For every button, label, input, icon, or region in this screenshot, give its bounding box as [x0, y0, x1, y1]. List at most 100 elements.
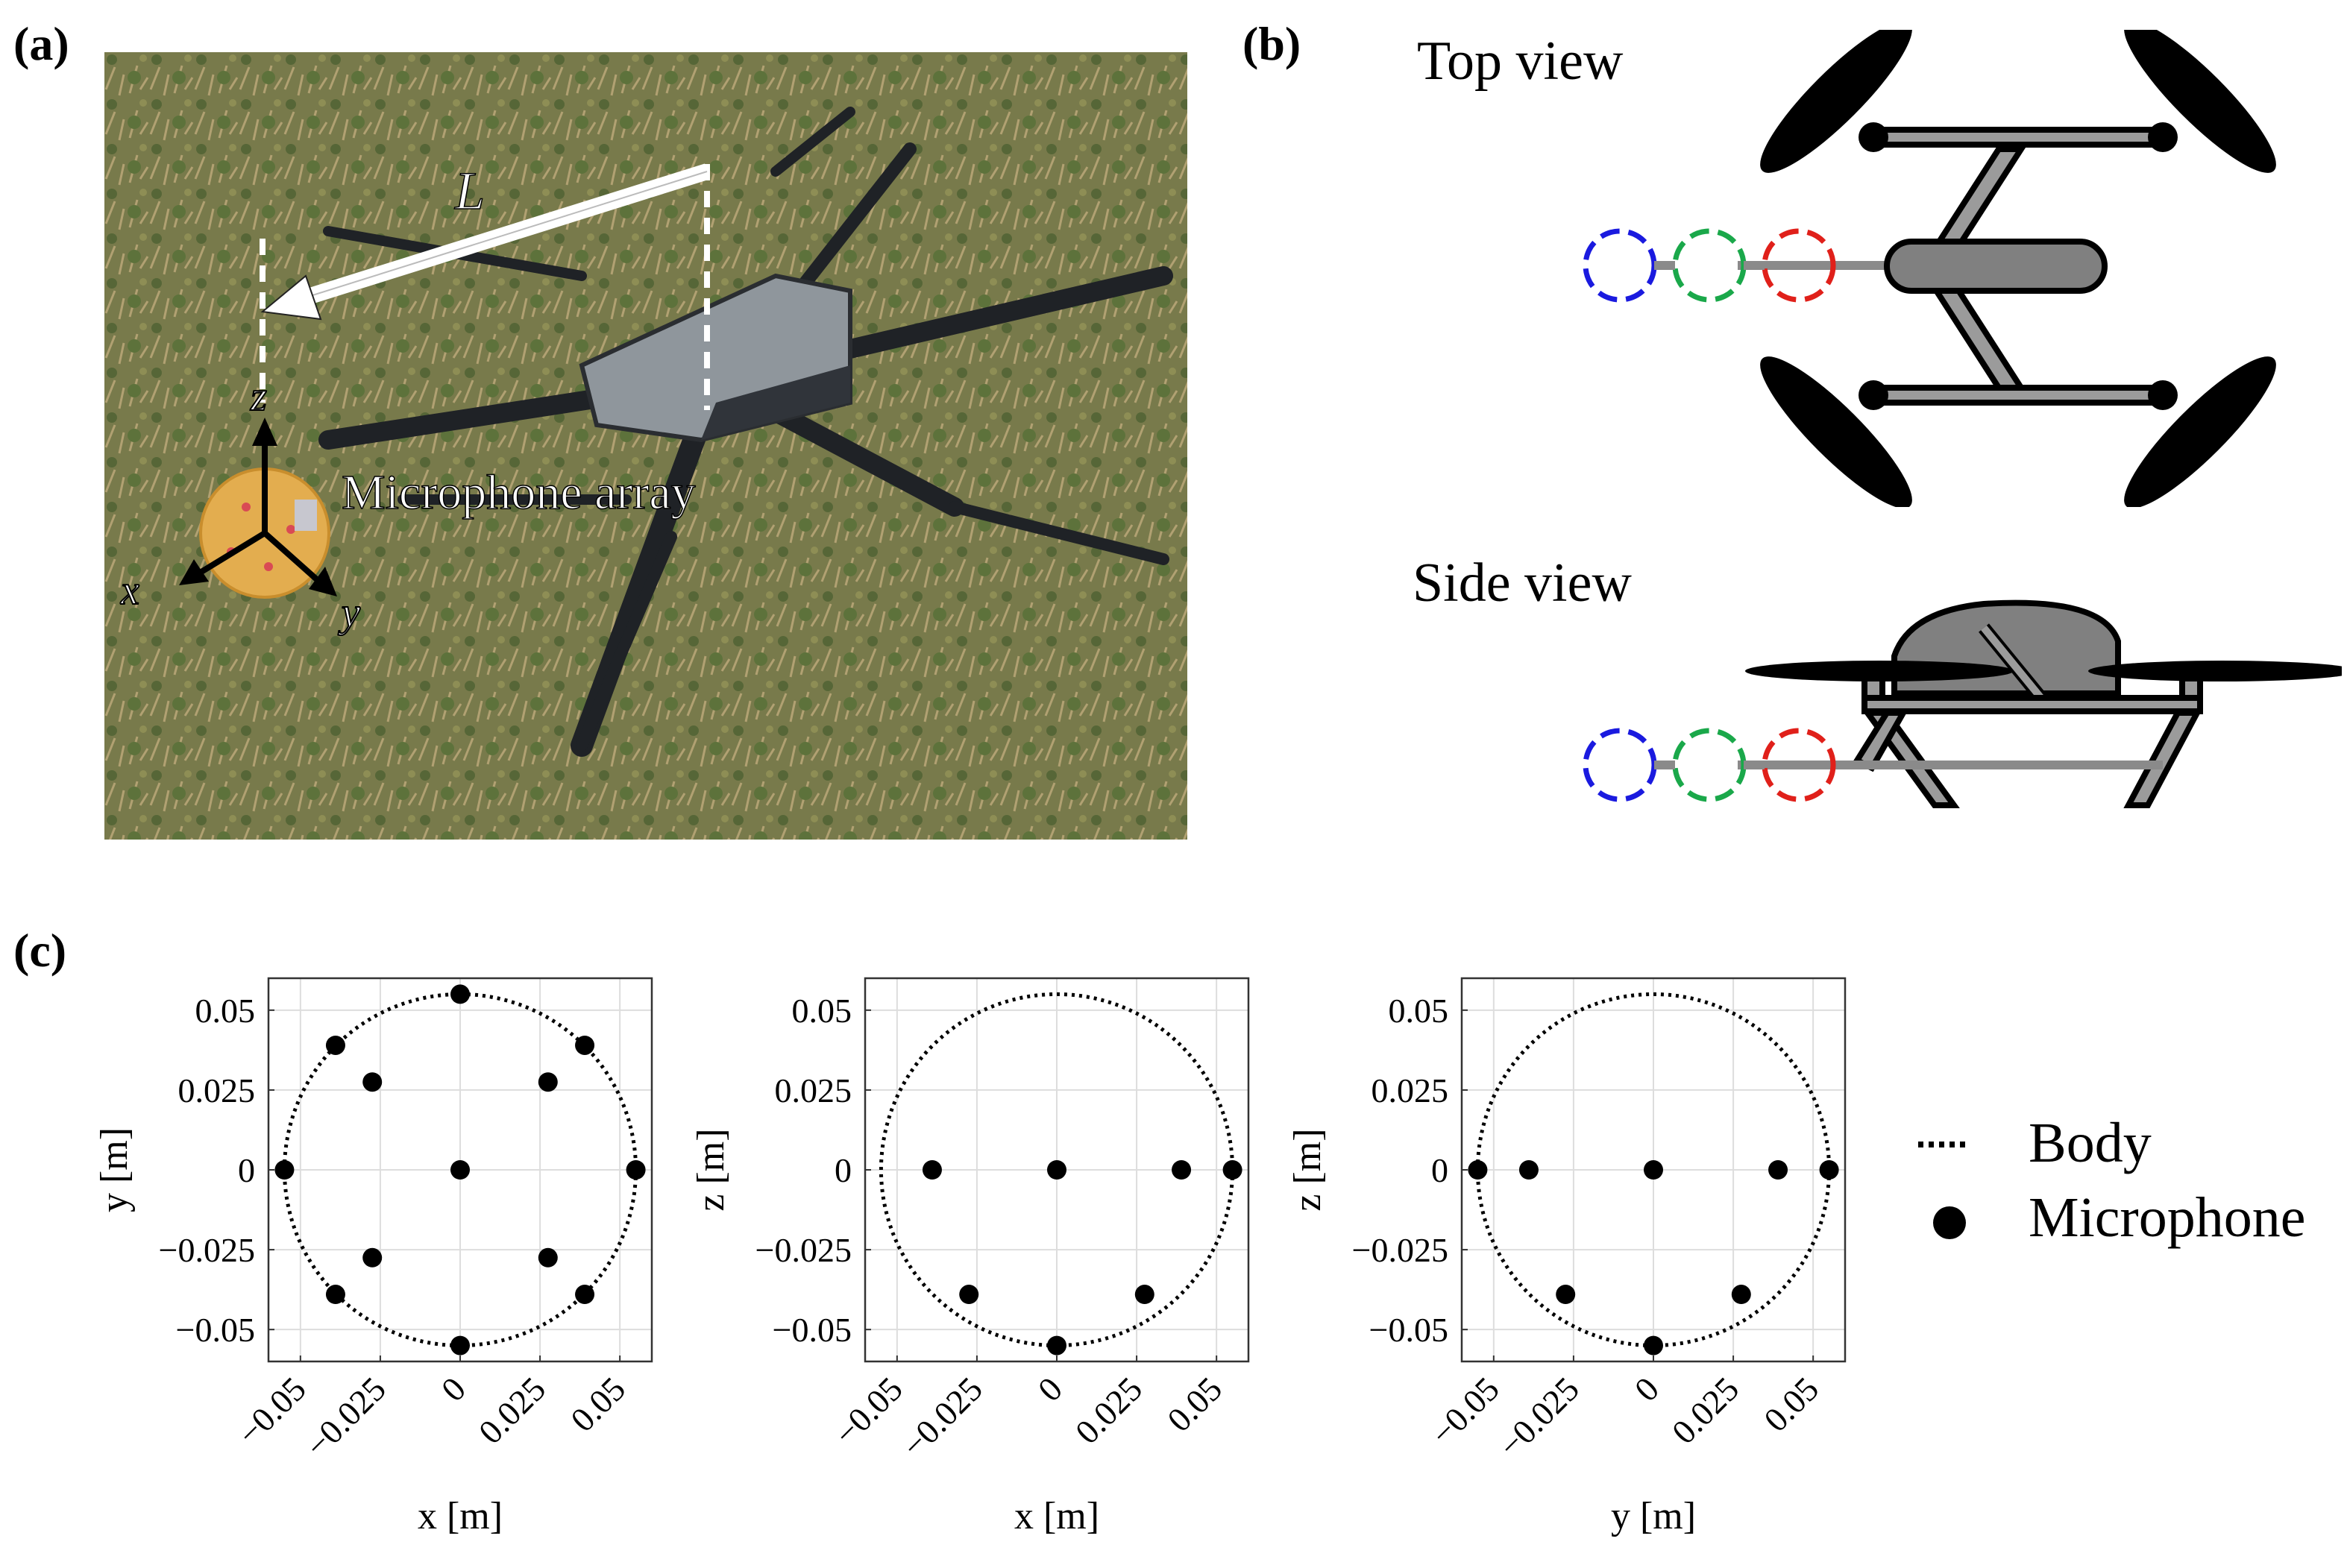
panel-letter: c	[29, 924, 51, 977]
legend-body-label: Body	[2029, 1112, 2152, 1174]
microphone-point	[1134, 1285, 1154, 1305]
microphone-position-red	[1762, 228, 1836, 303]
x-tick-label: −0.025	[894, 1370, 990, 1465]
microphone-point	[1047, 1160, 1066, 1180]
y-tick-label: −0.05	[176, 1311, 255, 1349]
x-axis-label: x [m]	[418, 1495, 503, 1537]
x-tick-label: 0.05	[1160, 1370, 1229, 1439]
x-tick-label: 0.025	[1068, 1370, 1149, 1451]
microphone-position-blue	[1583, 228, 1657, 303]
panel-letter: b	[1258, 17, 1285, 70]
side-frame	[1853, 676, 2203, 808]
x-tick-label: 0.025	[1665, 1370, 1746, 1451]
y-tick-label: 0	[238, 1151, 255, 1189]
y-axis-label: z [m]	[1286, 1128, 1329, 1211]
y-axis-label: y [m]	[93, 1127, 136, 1212]
microphone-point	[1047, 1335, 1066, 1356]
axis-x-label: x	[120, 567, 139, 614]
microphone-point	[274, 1160, 295, 1180]
microphone-point	[325, 1285, 345, 1305]
drone-photo-illustration: L z x y Microphone array	[104, 52, 1187, 840]
microphone-point	[575, 1285, 595, 1305]
x-axis-label: x [m]	[1014, 1495, 1099, 1537]
y-tick-label: 0	[1431, 1151, 1448, 1189]
microphone-point	[1468, 1160, 1488, 1180]
microphone-point	[1556, 1285, 1576, 1305]
microphone-point	[922, 1160, 942, 1180]
x-tick-label: 0	[434, 1370, 473, 1408]
x-tick-label: 0.05	[563, 1370, 632, 1439]
panel-letter: a	[29, 17, 54, 70]
x-tick-label: −0.025	[1491, 1370, 1586, 1465]
paren-open: (	[13, 17, 30, 70]
microphone-point	[450, 984, 470, 1004]
y-tick-label: −0.025	[755, 1231, 852, 1269]
x-tick-label: 0	[1031, 1370, 1069, 1408]
microphone-point	[575, 1035, 595, 1055]
paren-close: )	[1284, 17, 1301, 70]
legend-microphone-label: Microphone	[2029, 1186, 2306, 1249]
microphone-point	[538, 1072, 558, 1092]
microphone-point	[450, 1160, 470, 1180]
y-tick-label: −0.025	[159, 1231, 255, 1269]
axis-y-label: y	[338, 590, 360, 636]
x-tick-label: 0.05	[1756, 1370, 1826, 1439]
microphone-point	[1222, 1160, 1242, 1180]
top-view-diagram	[1566, 30, 2327, 507]
paren-open: (	[1242, 17, 1259, 70]
x-tick-label: 0	[1627, 1370, 1666, 1408]
y-tick-label: −0.05	[1369, 1311, 1448, 1349]
y-axis-label: z [m]	[690, 1128, 732, 1211]
y-tick-label: 0	[835, 1151, 852, 1189]
panel-label-c: (c)	[13, 923, 66, 978]
y-tick-label: 0.025	[178, 1071, 256, 1109]
drone-photo: L z x y Microphone array	[104, 52, 1187, 840]
microphone-point	[1768, 1160, 1788, 1180]
side-microphone-position-blue	[1583, 728, 1657, 802]
distance-label: L	[454, 161, 485, 221]
microphone-point	[1644, 1335, 1663, 1356]
side-propellers	[1745, 661, 2342, 681]
microphone-point	[959, 1285, 979, 1305]
paren-open: (	[13, 924, 30, 977]
y-tick-label: 0.025	[775, 1071, 852, 1109]
array-label: Microphone array	[342, 465, 696, 520]
microphone-point	[1172, 1160, 1192, 1180]
panel-label-a: (a)	[13, 16, 69, 72]
coordinate-axes	[195, 440, 321, 584]
x-tick-label: −0.025	[298, 1370, 393, 1465]
microphone-point	[362, 1247, 383, 1268]
y-tick-label: 0.025	[1372, 1071, 1449, 1109]
legend-microphone-symbol	[1933, 1206, 1966, 1239]
microphone-point	[325, 1035, 345, 1055]
microphone-point	[362, 1072, 383, 1092]
microphone-point	[1644, 1160, 1663, 1180]
panel-label-b: (b)	[1242, 16, 1301, 72]
side-view-diagram	[1566, 582, 2342, 820]
top-body	[1884, 239, 2108, 294]
paren-close: )	[53, 17, 69, 70]
microphone-point	[1819, 1160, 1839, 1180]
distance-arrow	[260, 163, 710, 321]
top-view-title: Top view	[1417, 31, 1624, 92]
y-tick-label: −0.025	[1352, 1231, 1448, 1269]
microphone-point	[1518, 1160, 1539, 1180]
side-microphone-position-red	[1762, 728, 1836, 802]
plot-legend: Body Microphone	[1909, 1111, 2342, 1260]
x-axis-label: y [m]	[1611, 1495, 1696, 1537]
y-tick-label: 0.05	[1389, 992, 1449, 1030]
paren-close: )	[50, 924, 67, 977]
top-propellers	[1760, 30, 2276, 507]
microphone-position-green	[1672, 228, 1747, 303]
y-tick-label: −0.05	[773, 1311, 852, 1349]
axis-z-label: z	[250, 374, 267, 420]
microphone-point	[1731, 1285, 1751, 1305]
microphone-point	[450, 1335, 470, 1356]
side-microphone-position-green	[1672, 728, 1747, 802]
